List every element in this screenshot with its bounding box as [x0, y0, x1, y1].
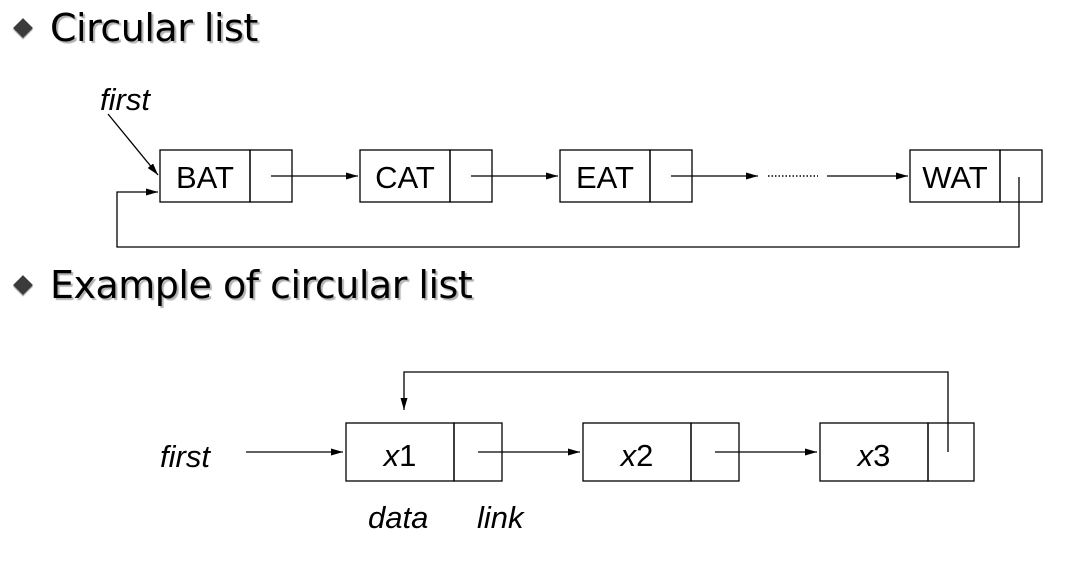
node-link-field: [999, 149, 1043, 203]
section-heading-example: Example of circular list: [12, 260, 473, 310]
list-node-x3: x3: [819, 422, 975, 482]
first-pointer-label: first: [160, 439, 211, 474]
list-node-eat: EAT: [559, 149, 693, 203]
link-field-label: link: [477, 500, 525, 535]
circular-return-arrow: [116, 177, 1020, 248]
node-link-field: [927, 422, 975, 482]
node-label: WAT: [922, 160, 987, 195]
list-node-bat: BAT: [159, 149, 293, 203]
circular-return-arrow: [400, 371, 949, 452]
node-label: x1: [382, 438, 417, 473]
first-pointer-label: first: [100, 82, 151, 117]
node-label: x3: [856, 438, 891, 473]
diagram-circular-list: first BAT CAT EAT WAT: [100, 82, 1043, 248]
heading-text: Example of circular list: [50, 263, 473, 307]
heading-text: Circular list: [50, 6, 258, 50]
data-field-label: data: [368, 500, 428, 535]
diagram-example-circular-list: first x1 x2 x3: [160, 371, 975, 535]
node-label: CAT: [375, 160, 435, 195]
list-node-wat: WAT: [909, 149, 1043, 203]
node-label: x2: [619, 438, 654, 473]
list-node-cat: CAT: [359, 149, 493, 203]
list-node-x1: x1: [345, 422, 503, 482]
node-label: BAT: [176, 160, 234, 195]
section-heading-circular-list: Circular list: [12, 3, 258, 53]
node-label: EAT: [576, 160, 634, 195]
first-pointer-arrow: [107, 113, 159, 176]
